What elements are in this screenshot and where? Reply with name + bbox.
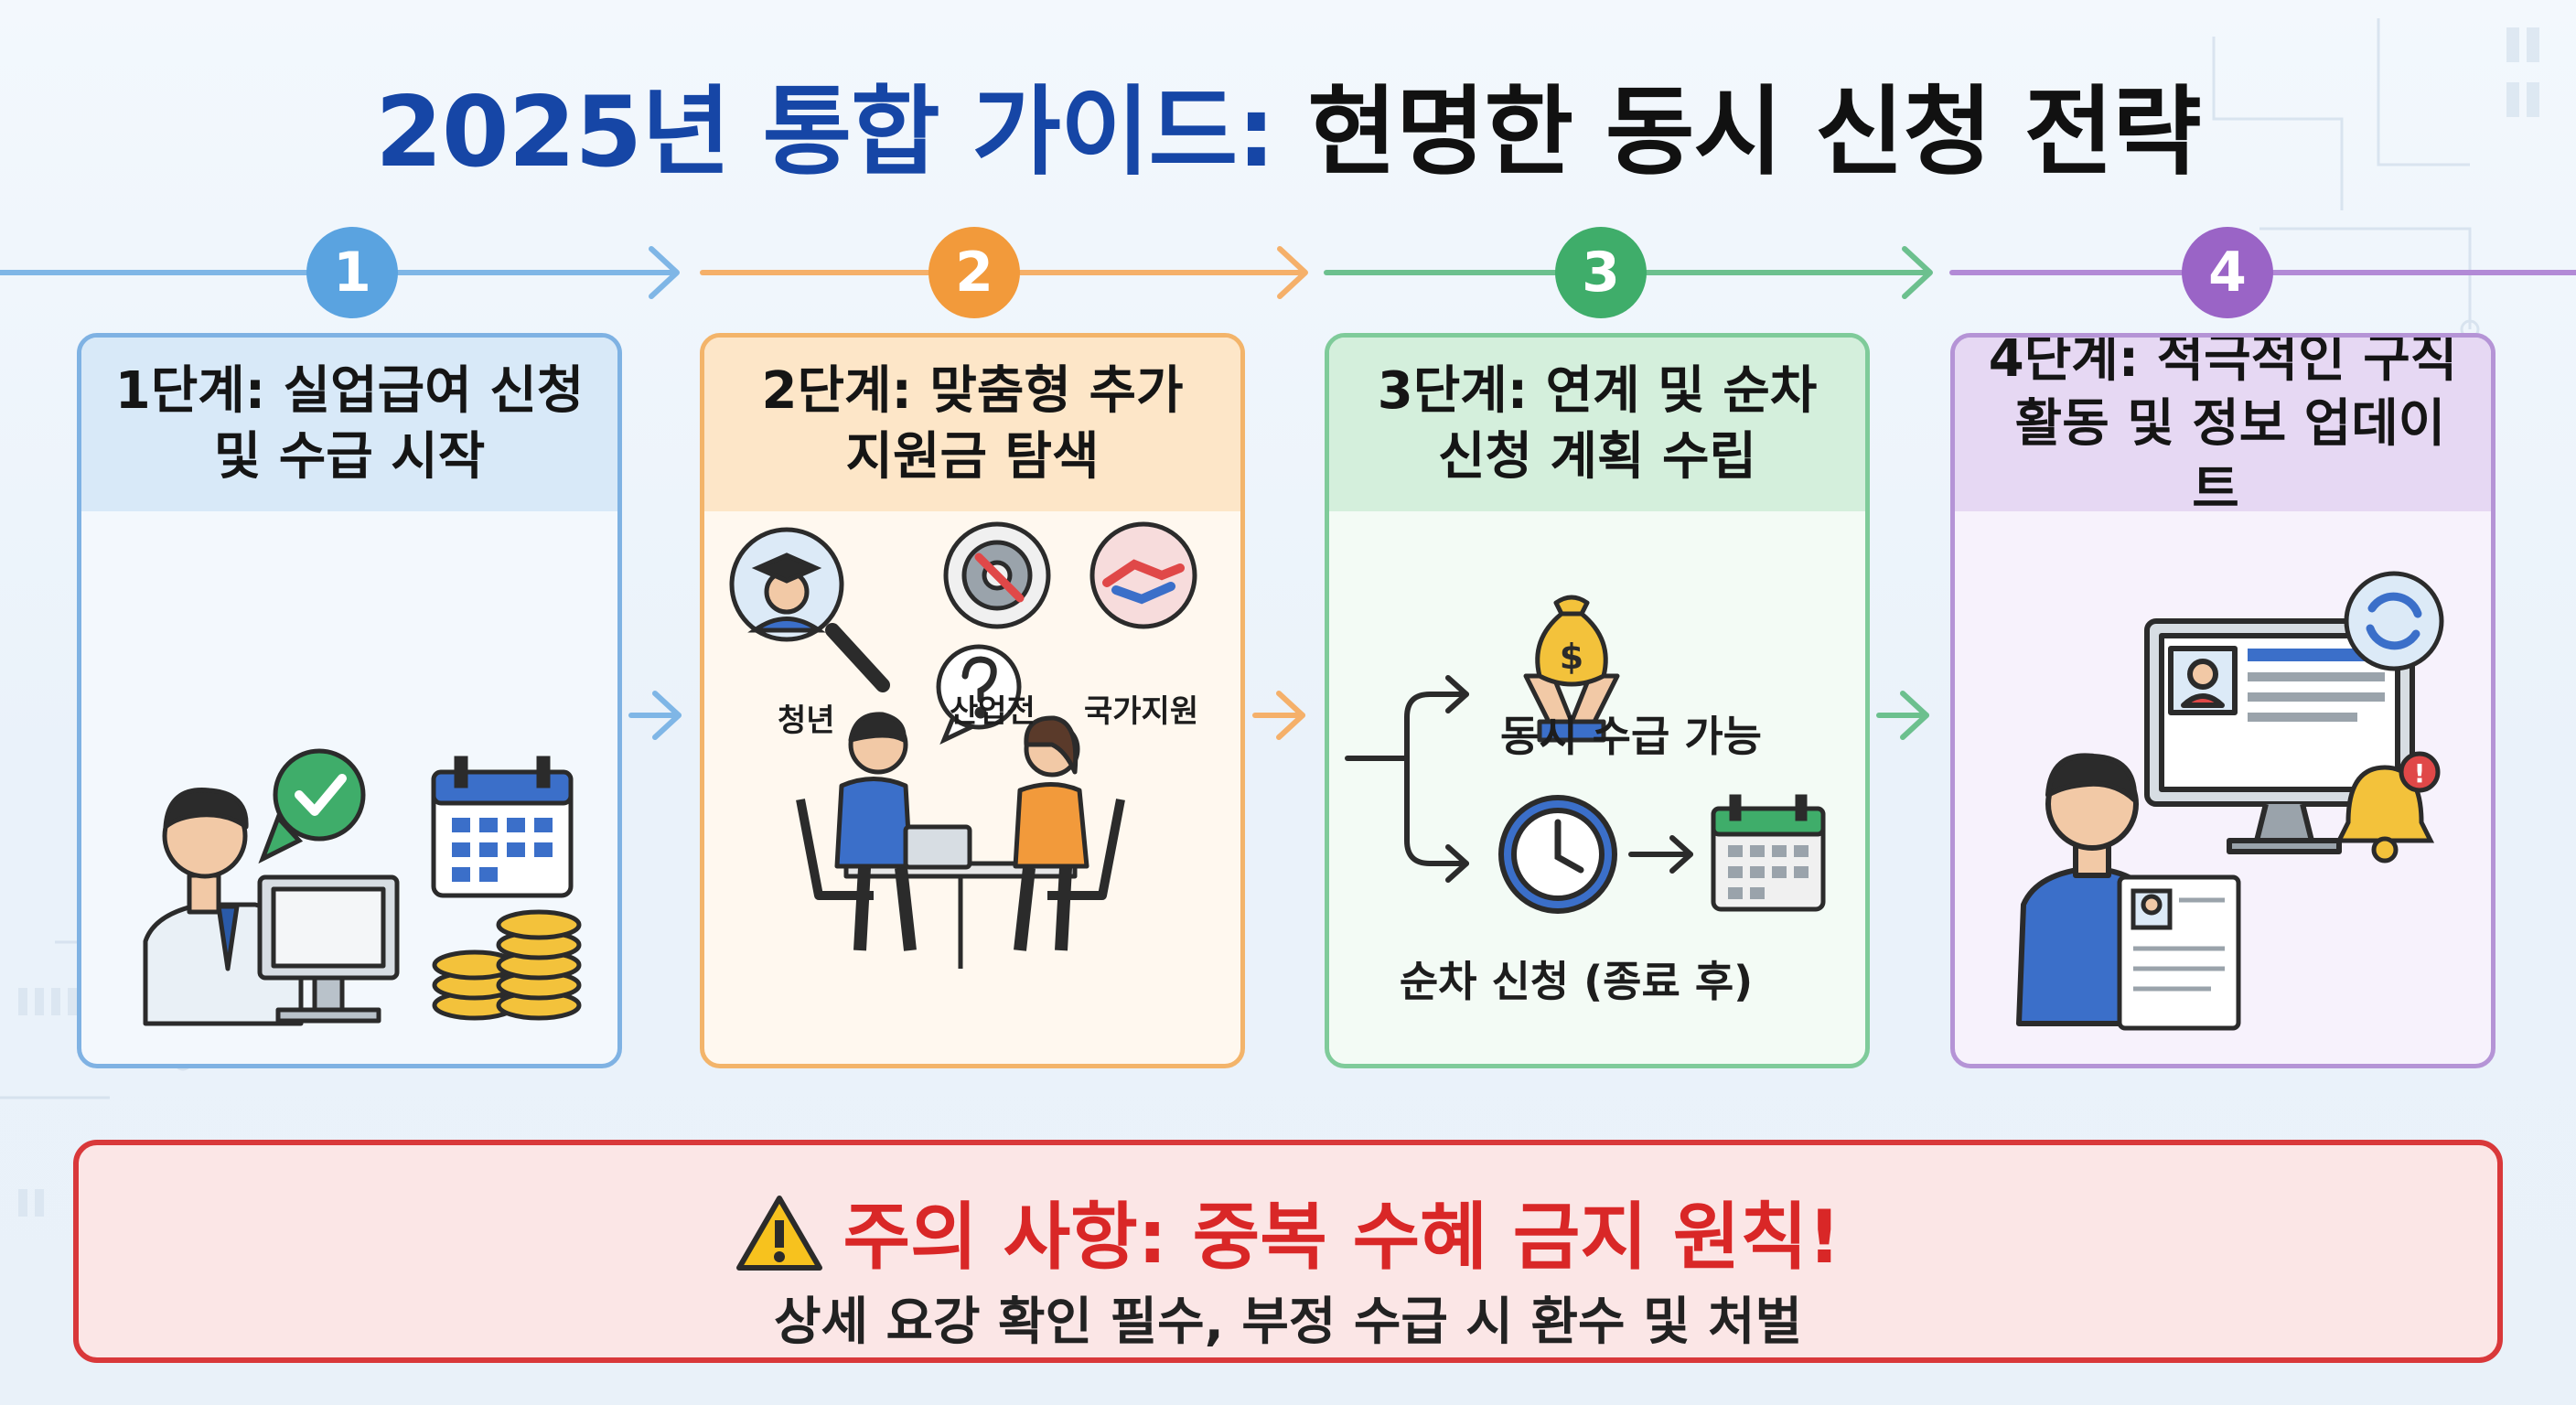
step-2-badge: 2 bbox=[928, 227, 1020, 318]
notification-bell-icon: ! bbox=[2334, 751, 2441, 863]
step-4-title-line2: 활동 및 정보 업데이트 bbox=[2014, 394, 2446, 520]
page-title: 2025년 통합 가이드: 현명한 동시 신청 전략 bbox=[0, 53, 2576, 194]
warning-subtitle: 상세 요강 확인 필수, 부정 수급 시 환수 및 처벌 bbox=[773, 1292, 1803, 1352]
resume-icon bbox=[2117, 874, 2241, 1031]
step-2-illustration: 청년 산업전 국가지원 bbox=[729, 521, 1198, 969]
calendar-icon bbox=[431, 756, 574, 898]
support-label-industry: 산업전 bbox=[950, 693, 1036, 730]
step-1-illustration bbox=[143, 748, 582, 1026]
check-bubble-icon bbox=[258, 748, 366, 864]
step-4-title-line1: 4단계: 적극적인 구직 bbox=[1988, 333, 2458, 389]
office-worker-icon bbox=[143, 788, 400, 1026]
sequential-label: 순차 신청 (종료 후) bbox=[1400, 957, 1753, 1006]
step-1-title-line1: 1단계: 실업급여 신청 bbox=[114, 361, 585, 422]
svg-text:!: ! bbox=[2414, 758, 2426, 788]
support-label-youth: 청년 bbox=[778, 702, 835, 739]
step-4-illustration: ! bbox=[2016, 571, 2444, 1031]
step-3-title-line2: 신청 계획 수립 bbox=[1437, 427, 1757, 487]
step-2-title-line2: 지원금 탐색 bbox=[845, 427, 1100, 487]
refresh-icon bbox=[2344, 571, 2444, 671]
clock-icon bbox=[1498, 795, 1617, 914]
question-bubble-icon bbox=[936, 644, 1022, 745]
coin-stack-icon bbox=[432, 909, 582, 1021]
magnifier-graduate-icon bbox=[729, 527, 890, 692]
title-highlight: 2025년 통합 가이드: bbox=[375, 76, 1275, 188]
title-main: 현명한 동시 신청 전략 bbox=[1307, 76, 2201, 188]
step-2-title-line1: 2단계: 맞춤형 추가 bbox=[761, 361, 1184, 422]
calendar-icon bbox=[1711, 794, 1826, 912]
support-label-national: 국가지원 bbox=[1084, 693, 1198, 730]
step-1-badge: 1 bbox=[306, 227, 398, 318]
step-4-badge: 4 bbox=[2182, 227, 2273, 318]
step-3-badge: 3 bbox=[1555, 227, 1647, 318]
warning-heading: 주의 사항: 중복 수혜 금지 원칙! bbox=[79, 1178, 2497, 1284]
branch-arrow-icon bbox=[1345, 675, 1693, 883]
monitor-profile-icon bbox=[2144, 618, 2415, 854]
warning-title: 주의 사항: 중복 수혜 금지 원칙! bbox=[843, 1195, 1841, 1280]
handshake-icon bbox=[1089, 521, 1197, 629]
calendar-grid bbox=[452, 818, 553, 882]
warning-box: 주의 사항: 중복 수혜 금지 원칙! 상세 요강 확인 필수, 부정 수급 시… bbox=[73, 1140, 2503, 1363]
consultation-meeting-icon bbox=[796, 712, 1125, 969]
warning-triangle-icon bbox=[735, 1196, 822, 1271]
money-bag-hands-icon: $ bbox=[1523, 595, 1620, 743]
svg-text:$: $ bbox=[1560, 637, 1583, 677]
step-1-title-line2: 및 수급 시작 bbox=[213, 427, 486, 487]
gear-wrench-icon bbox=[943, 521, 1051, 629]
step-3-title-line1: 3단계: 연계 및 순차 bbox=[1377, 361, 1818, 422]
simultaneous-label: 동시 수급 가능 bbox=[1500, 712, 1762, 761]
step-3-illustration: $ 동시 수급 가능 순차 신청 (종료 후) bbox=[1345, 595, 1826, 1006]
